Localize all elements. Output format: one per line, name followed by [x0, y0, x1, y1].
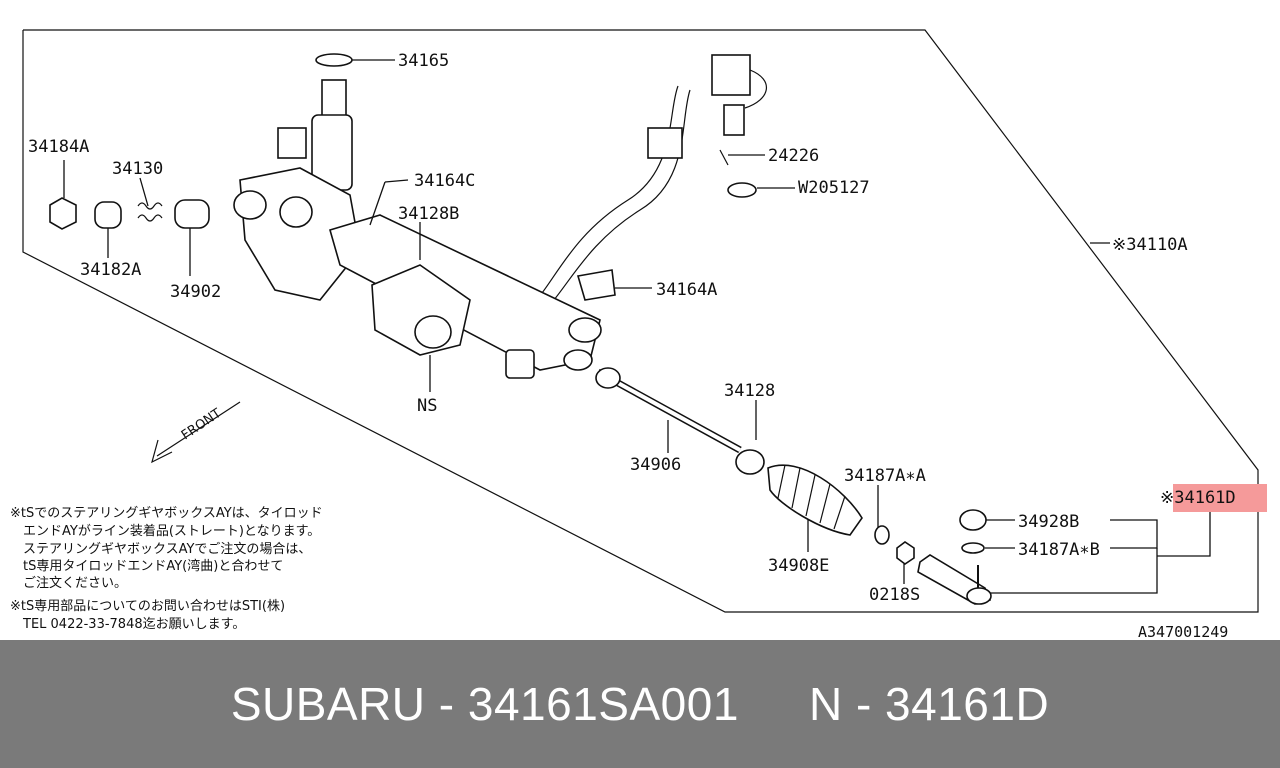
note-line: ※tSでのステアリングギヤボックスAYは、タイロッド [10, 506, 323, 521]
label-34184a: 34184A [28, 137, 89, 157]
connector-left [647, 127, 683, 159]
parts-diagram: FRONT 34165 34184A 34130 34164C 34128B 2… [10, 29, 1267, 640]
diagram-code: A347001249 [1138, 623, 1228, 640]
seal-34187a-b [961, 542, 985, 554]
pinion-shaft [321, 79, 347, 121]
note-line: ステアリングギヤボックスAYでご注文の場合は、 [10, 541, 311, 557]
label-34110a: ※34110A [1112, 235, 1188, 255]
footer-ref-number: N - 34161D [808, 678, 1050, 730]
diagram-canvas: FRONT 34165 34184A 34130 34164C 34128B 2… [10, 29, 1267, 640]
label-34906: 34906 [630, 455, 681, 475]
label-34164c: 34164C [414, 171, 475, 191]
seal-ring [315, 53, 353, 67]
notes-block: ※tSでのステアリングギヤボックスAYは、タイロッド エンドAYがライン装着品(… [10, 506, 323, 632]
label-0218s: 0218S [869, 585, 920, 605]
motor-cap [414, 315, 452, 349]
housing-end [233, 190, 267, 220]
inner-ball-joint [595, 367, 621, 389]
label-34908e: 34908E [768, 556, 829, 576]
housing-port [279, 196, 313, 228]
label-34128: 34128 [724, 381, 775, 401]
bracket-34164a [576, 269, 616, 301]
note-line: エンドAYがライン装着品(ストレート)となります。 [10, 523, 320, 539]
label-34130: 34130 [112, 159, 163, 179]
label-34165: 34165 [398, 51, 449, 71]
label-34187a-a: 34187A∗A [844, 466, 926, 486]
sensor-plug [277, 127, 307, 159]
note-line: tS専用タイロッドエンドAY(湾曲)と合わせて [10, 558, 283, 574]
clip [727, 182, 757, 198]
gear-housing [239, 167, 361, 301]
note-line: TEL 0422-33-7848迄お願いします。 [10, 617, 245, 632]
footer-bar: SUBARU - 34161SA001 N - 34161D [0, 640, 1280, 768]
footer-part-number: SUBARU - 34161SA001 [230, 678, 739, 730]
nut-0218s [896, 541, 915, 565]
label-24226: 24226 [768, 146, 819, 166]
band-clamp [735, 449, 765, 475]
lock-nut [49, 197, 77, 230]
connector-small [723, 104, 745, 136]
label-34161d: ※34161D [1160, 488, 1236, 508]
label-34902: 34902 [170, 282, 221, 302]
leader-lines [63, 59, 1211, 594]
mount-bracket [505, 349, 535, 379]
front-label: FRONT [179, 406, 224, 443]
diagram-frame [22, 29, 1259, 613]
sleeve [174, 199, 210, 229]
front-arrow-icon [151, 401, 241, 464]
label-34187a-b: 34187A∗B [1018, 540, 1100, 560]
connector [711, 54, 751, 96]
spring [137, 202, 163, 210]
label-34182a: 34182A [80, 260, 141, 280]
note-line: ※tS専用部品についてのお問い合わせはSTI(株) [10, 599, 285, 614]
highlight-box [1173, 484, 1267, 512]
tube-end [563, 349, 593, 371]
label-34928b: 34928B [1018, 512, 1079, 532]
label-ns: NS [417, 396, 437, 416]
label-34128b: 34128B [398, 204, 459, 224]
clip-34187a-a [874, 525, 890, 545]
label-w205127: W205127 [798, 178, 870, 198]
label-34164a: 34164A [656, 280, 717, 300]
mount-bush [568, 317, 602, 343]
dust-cap [959, 509, 987, 531]
bushing [94, 201, 122, 229]
note-line: ご注文ください。 [10, 575, 127, 591]
